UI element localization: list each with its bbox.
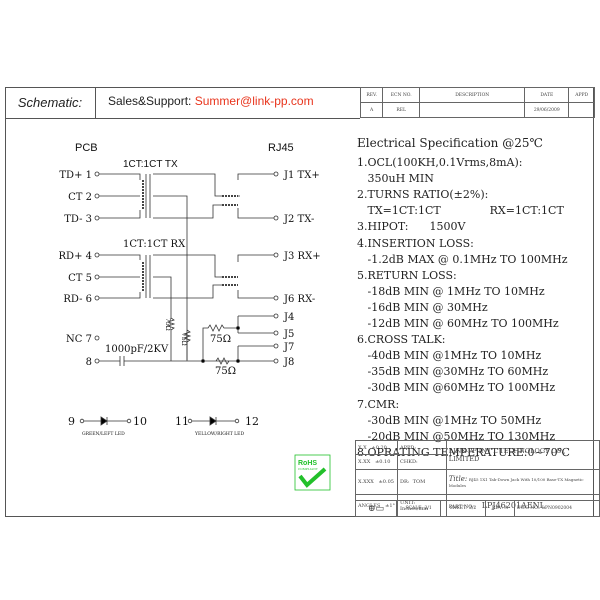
j5: J5: [283, 329, 294, 340]
led2-diode-icon: [187, 416, 240, 426]
led2-label: YELLOW/RIGHT LED: [194, 431, 244, 437]
rohs-logo-icon: RoHS COMPLIANT: [294, 454, 331, 491]
resistor-label-v1: 75Ω: [164, 318, 171, 331]
pin-7: NC 7: [66, 334, 92, 345]
spec-line: 3.HIPOT: 1500V: [357, 220, 466, 234]
pin-6: RD- 6: [63, 294, 92, 305]
title: Title: RJ45 1X1 Tab-Down Jack With 10/10…: [445, 468, 600, 496]
capacitor-label: 1000pF/2KV: [105, 344, 169, 355]
dwg-no: DWG NO.: LPN0902004: [514, 500, 600, 517]
led2-pin-a: 11: [175, 415, 189, 428]
rohs-sub: COMPLIANT: [298, 467, 318, 471]
pin-5: CT 5: [68, 273, 92, 284]
spec-line: 350uH MIN: [357, 172, 434, 186]
desc-v: [419, 102, 526, 118]
schematic-diagram: PCB RJ45 1CT:1CT TX 1CT:1CT RX TD+ 1 CT …: [59, 142, 331, 491]
led1-pin-a: 9: [68, 415, 75, 428]
led1-diode-icon: [79, 416, 132, 426]
tx-ratio: 1CT:1CT TX: [123, 159, 178, 170]
rohs-text: RoHS: [298, 460, 317, 467]
led2-pin-b: 12: [245, 415, 259, 428]
spec-line: TX=1CT:1CT RX=1CT:1CT: [357, 204, 564, 218]
pin-3: TD- 3: [64, 214, 92, 225]
spec-line: -35dB MIN @30MHz TO 60MHz: [357, 365, 549, 379]
appd-h: APPD: [568, 87, 595, 103]
spec-line: -1.2dB MAX @ 0.1MHz TO 100MHz: [357, 252, 568, 266]
j7: J7: [283, 342, 294, 353]
pin-8: 8: [86, 357, 92, 368]
pcb-label: PCB: [75, 142, 98, 154]
spec-line: 6.CROSS TALK:: [357, 333, 446, 347]
spec-line: -40dB MIN @1MHz TO 10MHz: [357, 349, 542, 363]
j8: J8: [283, 357, 294, 368]
company: LINK-PP INT'L TECHNOLOGY CO., LIMITED: [445, 440, 600, 470]
tol-3: X.XXX ±0.05: [354, 468, 399, 496]
resistor-label-v2: 75Ω: [180, 333, 187, 346]
appd-v: [568, 102, 595, 118]
spec-line: -12dB MIN @ 60MHz TO 100MHz: [357, 317, 559, 331]
j6: J6 RX-: [283, 294, 315, 305]
chkd: CHKD:: [397, 454, 447, 470]
pin-2: CT 2: [68, 192, 92, 203]
spec-line: 2.TURNS RATIO(±2%):: [357, 188, 489, 202]
date-h: DATE: [524, 87, 570, 103]
spec-line: 5.RETURN LOSS:: [357, 268, 457, 282]
j2: J2 TX-: [283, 214, 314, 225]
spec-line: -30dB MIN @60MHz TO 100MHz: [357, 381, 556, 395]
resistor-label-2: 75Ω: [215, 366, 236, 377]
spec-line: -30dB MIN @1MHz TO 50MHz: [357, 413, 542, 427]
spec-line: -18dB MIN @ 1MHz TO 10MHz: [357, 284, 545, 298]
spec-line: 7.CMR:: [357, 397, 400, 411]
j3: J3 RX+: [283, 251, 321, 262]
led1-pin-b: 10: [133, 415, 147, 428]
rx-ratio: 1CT:1CT RX: [123, 239, 186, 250]
drawing-frame: [5, 87, 594, 517]
rev-h: REV.: [359, 87, 384, 103]
rj45-label: RJ45: [268, 142, 294, 154]
header-divider: [5, 118, 360, 119]
ecn-v: REL: [382, 102, 421, 118]
j1: J1 TX+: [283, 170, 320, 181]
tol-1: X.X ±0.20: [354, 439, 399, 456]
schematic-label: Schematic:: [5, 87, 96, 118]
projection-icon: ⊕▭: [355, 500, 397, 517]
rev: REV: A: [484, 500, 516, 517]
spec-title: Electrical Specification @25℃: [357, 136, 543, 150]
spec-line: 1.OCL(100KH,0.1Vrms,8mA):: [357, 156, 523, 170]
pin-4: RD+ 4: [59, 251, 92, 262]
spec-line: -20dB MIN @50MHz TO 130MHz: [357, 429, 556, 443]
resistor-label-1: 75Ω: [210, 334, 231, 345]
j4: J4: [283, 312, 294, 323]
rev-v: A: [359, 102, 384, 118]
desc-h: DESCRIPTION: [419, 87, 526, 103]
support-contact: Sales&Support: Summer@link-pp.com: [108, 94, 314, 108]
spec-lines: 1.OCL(100KH,0.1Vrms,8mA): 350uH MIN 2.TUR…: [357, 155, 570, 461]
led1-label: GREEN/LEFT LED: [82, 431, 125, 437]
appd: APPD:: [397, 439, 447, 456]
drawn-by: DR: TOM: [397, 468, 447, 496]
date-v: 29/06/2009: [524, 102, 570, 118]
electrical-spec: Electrical Specification @25℃ 1.OCL(100KH…: [357, 135, 570, 461]
ecn-h: ECN NO.: [382, 87, 421, 103]
support-label: Sales&Support:: [108, 94, 195, 108]
tol-2: X.XX ±0.10: [354, 454, 399, 470]
sheet: SHEET: 2/2: [440, 500, 486, 517]
scale: SCALE: 2/1: [395, 500, 442, 517]
spec-line: 4.INSERTION LOSS:: [357, 236, 474, 250]
spec-line: -16dB MIN @ 30MHz: [357, 300, 488, 314]
pin-1: TD+ 1: [59, 170, 92, 181]
support-email[interactable]: Summer@link-pp.com: [194, 94, 314, 108]
